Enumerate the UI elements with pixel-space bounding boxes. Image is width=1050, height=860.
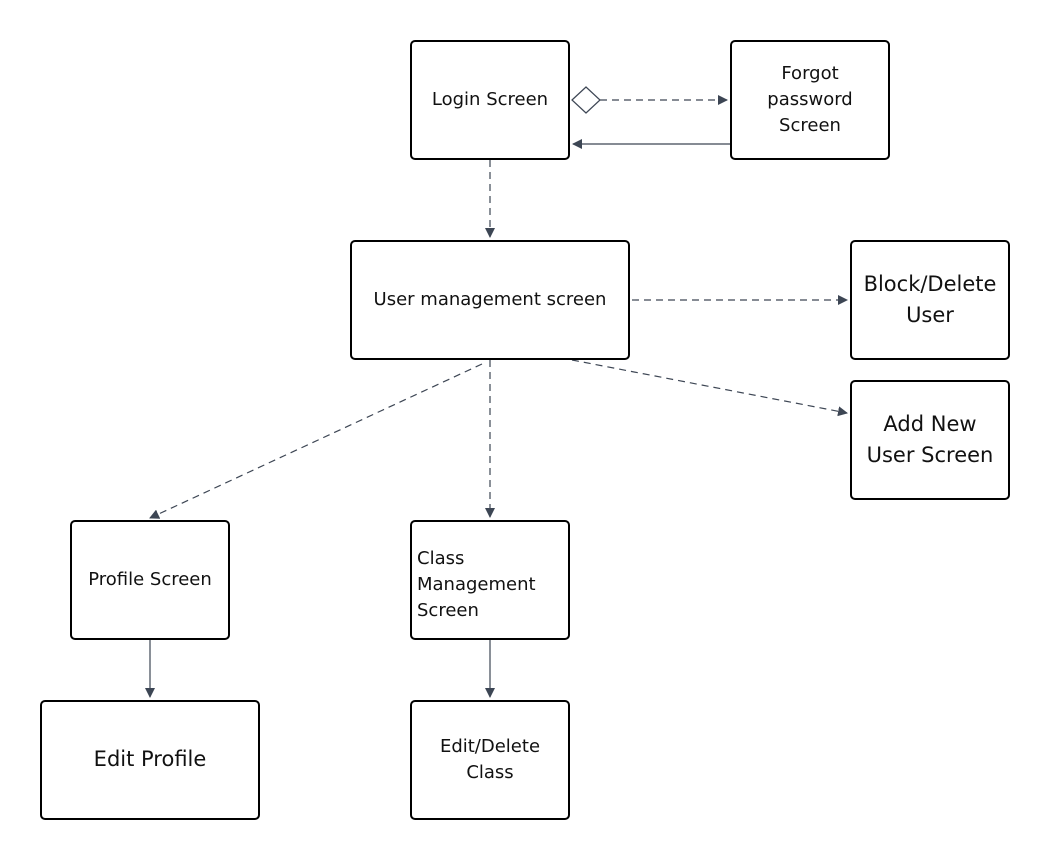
node-edit-profile: Edit Profile: [40, 700, 260, 820]
node-block-delete-user: Block/Delete User: [850, 240, 1010, 360]
node-user-management-screen: User management screen: [350, 240, 630, 360]
node-login-screen: Login Screen: [410, 40, 570, 160]
diamond-tail-icon: [571, 86, 601, 114]
node-add-new-user-screen: Add New User Screen: [850, 380, 1010, 500]
node-edit-delete-class: Edit/Delete Class: [410, 700, 570, 820]
node-forgot-password-screen: Forgot password Screen: [730, 40, 890, 160]
node-login-screen-label: Login Screen: [431, 88, 549, 110]
node-edit-delete-class-label: Edit/Delete Class: [439, 735, 541, 783]
node-class-management-screen: Class Management Screen: [410, 520, 570, 640]
node-block-delete-user-label: Block/Delete User: [863, 271, 997, 328]
node-edit-profile-label: Edit Profile: [93, 747, 207, 772]
node-user-management-screen-label: User management screen: [373, 288, 607, 310]
node-forgot-password-screen-label: Forgot password Screen: [767, 62, 853, 137]
node-add-new-user-screen-label: Add New User Screen: [866, 411, 994, 468]
node-profile-screen: Profile Screen: [70, 520, 230, 640]
edge-user-mgmt-to-add-user: [571, 359, 848, 417]
node-profile-screen-label: Profile Screen: [88, 568, 212, 590]
node-class-management-screen-label: Class Management Screen: [417, 548, 536, 622]
edge-user-mgmt-to-profile: [149, 363, 483, 519]
